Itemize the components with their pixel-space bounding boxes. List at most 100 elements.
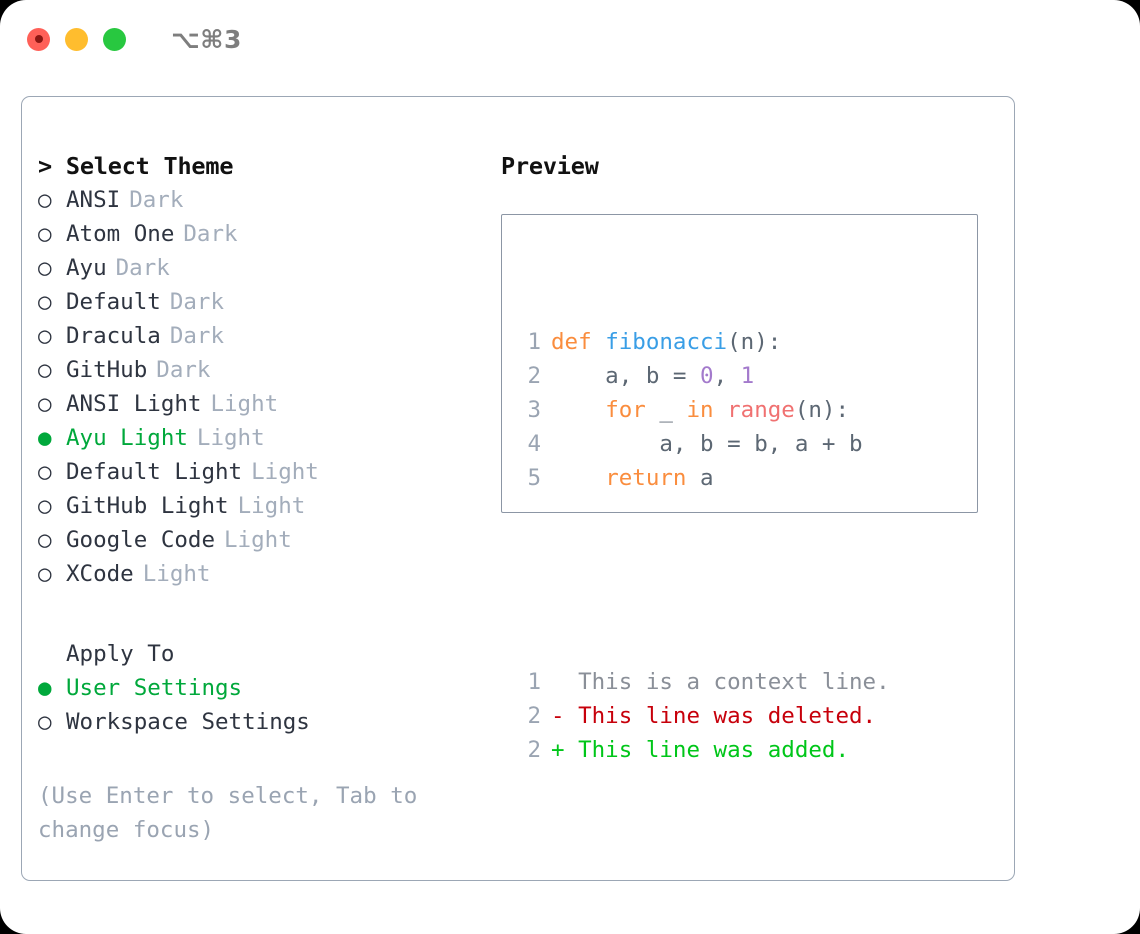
diff-marker: +	[551, 737, 565, 763]
theme-mode-tag: Dark	[183, 221, 238, 247]
code-line: 4 a, b = b, a + b	[517, 427, 890, 461]
theme-mode-tag: Light	[237, 493, 306, 519]
radio-unselected-icon[interactable]: ○	[38, 493, 52, 519]
theme-name: GitHub Light	[66, 493, 229, 519]
radio-unselected-icon[interactable]: ○	[38, 561, 52, 587]
radio-selected-icon[interactable]: ●	[38, 425, 52, 451]
theme-list-item[interactable]: ○ GitHub Light Light	[38, 489, 468, 523]
theme-name: Ayu Light	[66, 425, 188, 451]
radio-unselected-icon[interactable]: ○	[38, 527, 52, 553]
theme-list-item[interactable]: ○ Google Code Light	[38, 523, 468, 557]
line-number: 3	[527, 397, 541, 423]
radio-unselected-icon[interactable]: ○	[38, 255, 52, 281]
theme-mode-tag: Dark	[169, 323, 225, 349]
diff-line: 2- This line was deleted.	[517, 699, 890, 733]
diff-line: 1 This is a context line.	[517, 665, 890, 699]
apply-to-item[interactable]: ● User Settings	[38, 671, 468, 705]
code-token: a, b = b, a + b	[551, 431, 863, 457]
apply-to-label: Workspace Settings	[66, 709, 310, 735]
code-token	[714, 397, 728, 423]
theme-name: ANSI Light	[66, 391, 202, 417]
code-token: 0	[700, 363, 714, 389]
radio-unselected-icon[interactable]: ○	[38, 221, 52, 247]
line-number: 4	[527, 431, 541, 457]
code-token	[551, 465, 605, 491]
radio-unselected-icon[interactable]: ○	[38, 709, 52, 735]
line-number: 2	[527, 363, 541, 389]
code-token: a, b =	[551, 363, 701, 389]
code-token: fibonacci	[605, 329, 728, 355]
theme-name: Default Light	[66, 459, 243, 485]
close-button[interactable]	[27, 27, 50, 51]
diff-marker: -	[551, 703, 565, 729]
code-token: (n):	[727, 329, 782, 355]
code-token: ,	[713, 363, 741, 389]
radio-selected-icon[interactable]: ●	[38, 675, 52, 701]
theme-list-item[interactable]: ● Ayu Light Light	[38, 421, 468, 455]
theme-list-item[interactable]: ○ Default Dark	[38, 285, 468, 319]
diff-snippet: 1 This is a context line.2- This line wa…	[517, 665, 890, 767]
theme-mode-tag: Dark	[156, 357, 211, 383]
theme-name: Google Code	[66, 527, 216, 553]
line-number: 1	[527, 669, 541, 695]
code-diff-gap	[517, 563, 890, 597]
code-token: return	[605, 465, 687, 491]
theme-list-item[interactable]: ○ Ayu Dark	[38, 251, 468, 285]
theme-mode-tag: Dark	[169, 289, 225, 315]
theme-name: Atom One	[66, 221, 175, 247]
code-token: a	[686, 465, 714, 491]
radio-unselected-icon[interactable]: ○	[38, 391, 52, 417]
theme-list-item[interactable]: ○ ANSI Dark	[38, 183, 468, 217]
theme-list-item[interactable]: ○ Dracula Dark	[38, 319, 468, 353]
code-line: 2 a, b = 0, 1	[517, 359, 890, 393]
code-line: 5 return a	[517, 461, 890, 495]
line-number: 1	[527, 329, 541, 355]
preview-heading: Preview	[501, 152, 599, 180]
theme-list-item[interactable]: ○ Atom One Dark	[38, 217, 468, 251]
code-line: 3 for _ in range(n):	[517, 393, 890, 427]
maximize-button[interactable]	[103, 27, 126, 51]
theme-mode-tag: Dark	[129, 187, 184, 213]
theme-name: Ayu	[66, 255, 107, 281]
radio-unselected-icon[interactable]: ○	[38, 187, 52, 213]
code-token	[551, 397, 605, 423]
theme-name: Dracula	[66, 323, 161, 349]
radio-unselected-icon[interactable]: ○	[38, 289, 52, 315]
code-token: for	[605, 397, 646, 423]
apply-to-item[interactable]: ○ Workspace Settings	[38, 705, 468, 739]
radio-unselected-icon[interactable]: ○	[38, 459, 52, 485]
code-token: 1	[740, 363, 755, 389]
code-token: _	[645, 397, 687, 423]
radio-unselected-icon[interactable]: ○	[38, 323, 52, 349]
code-token: in	[686, 397, 714, 423]
diff-text: This line was deleted.	[564, 703, 877, 729]
theme-name: Default	[66, 289, 161, 315]
theme-mode-tag: Light	[224, 527, 292, 553]
diff-text: This is a context line.	[564, 669, 890, 695]
apply-to-list[interactable]: ● User Settings ○ Workspace Settings	[38, 671, 468, 739]
theme-mode-tag: Dark	[115, 255, 170, 281]
theme-mode-tag: Light	[196, 425, 265, 451]
code-token: (n):	[794, 397, 850, 423]
select-theme-heading: > Select Theme	[38, 152, 234, 180]
radio-unselected-icon[interactable]: ○	[38, 357, 52, 383]
diff-text: This line was added.	[564, 737, 850, 763]
apply-to-label: User Settings	[66, 675, 243, 701]
minimize-button[interactable]	[65, 27, 88, 51]
apply-to-heading: Apply To	[66, 641, 175, 667]
window-titlebar: ⌥⌘3	[0, 0, 1140, 78]
theme-name: ANSI	[66, 187, 121, 213]
